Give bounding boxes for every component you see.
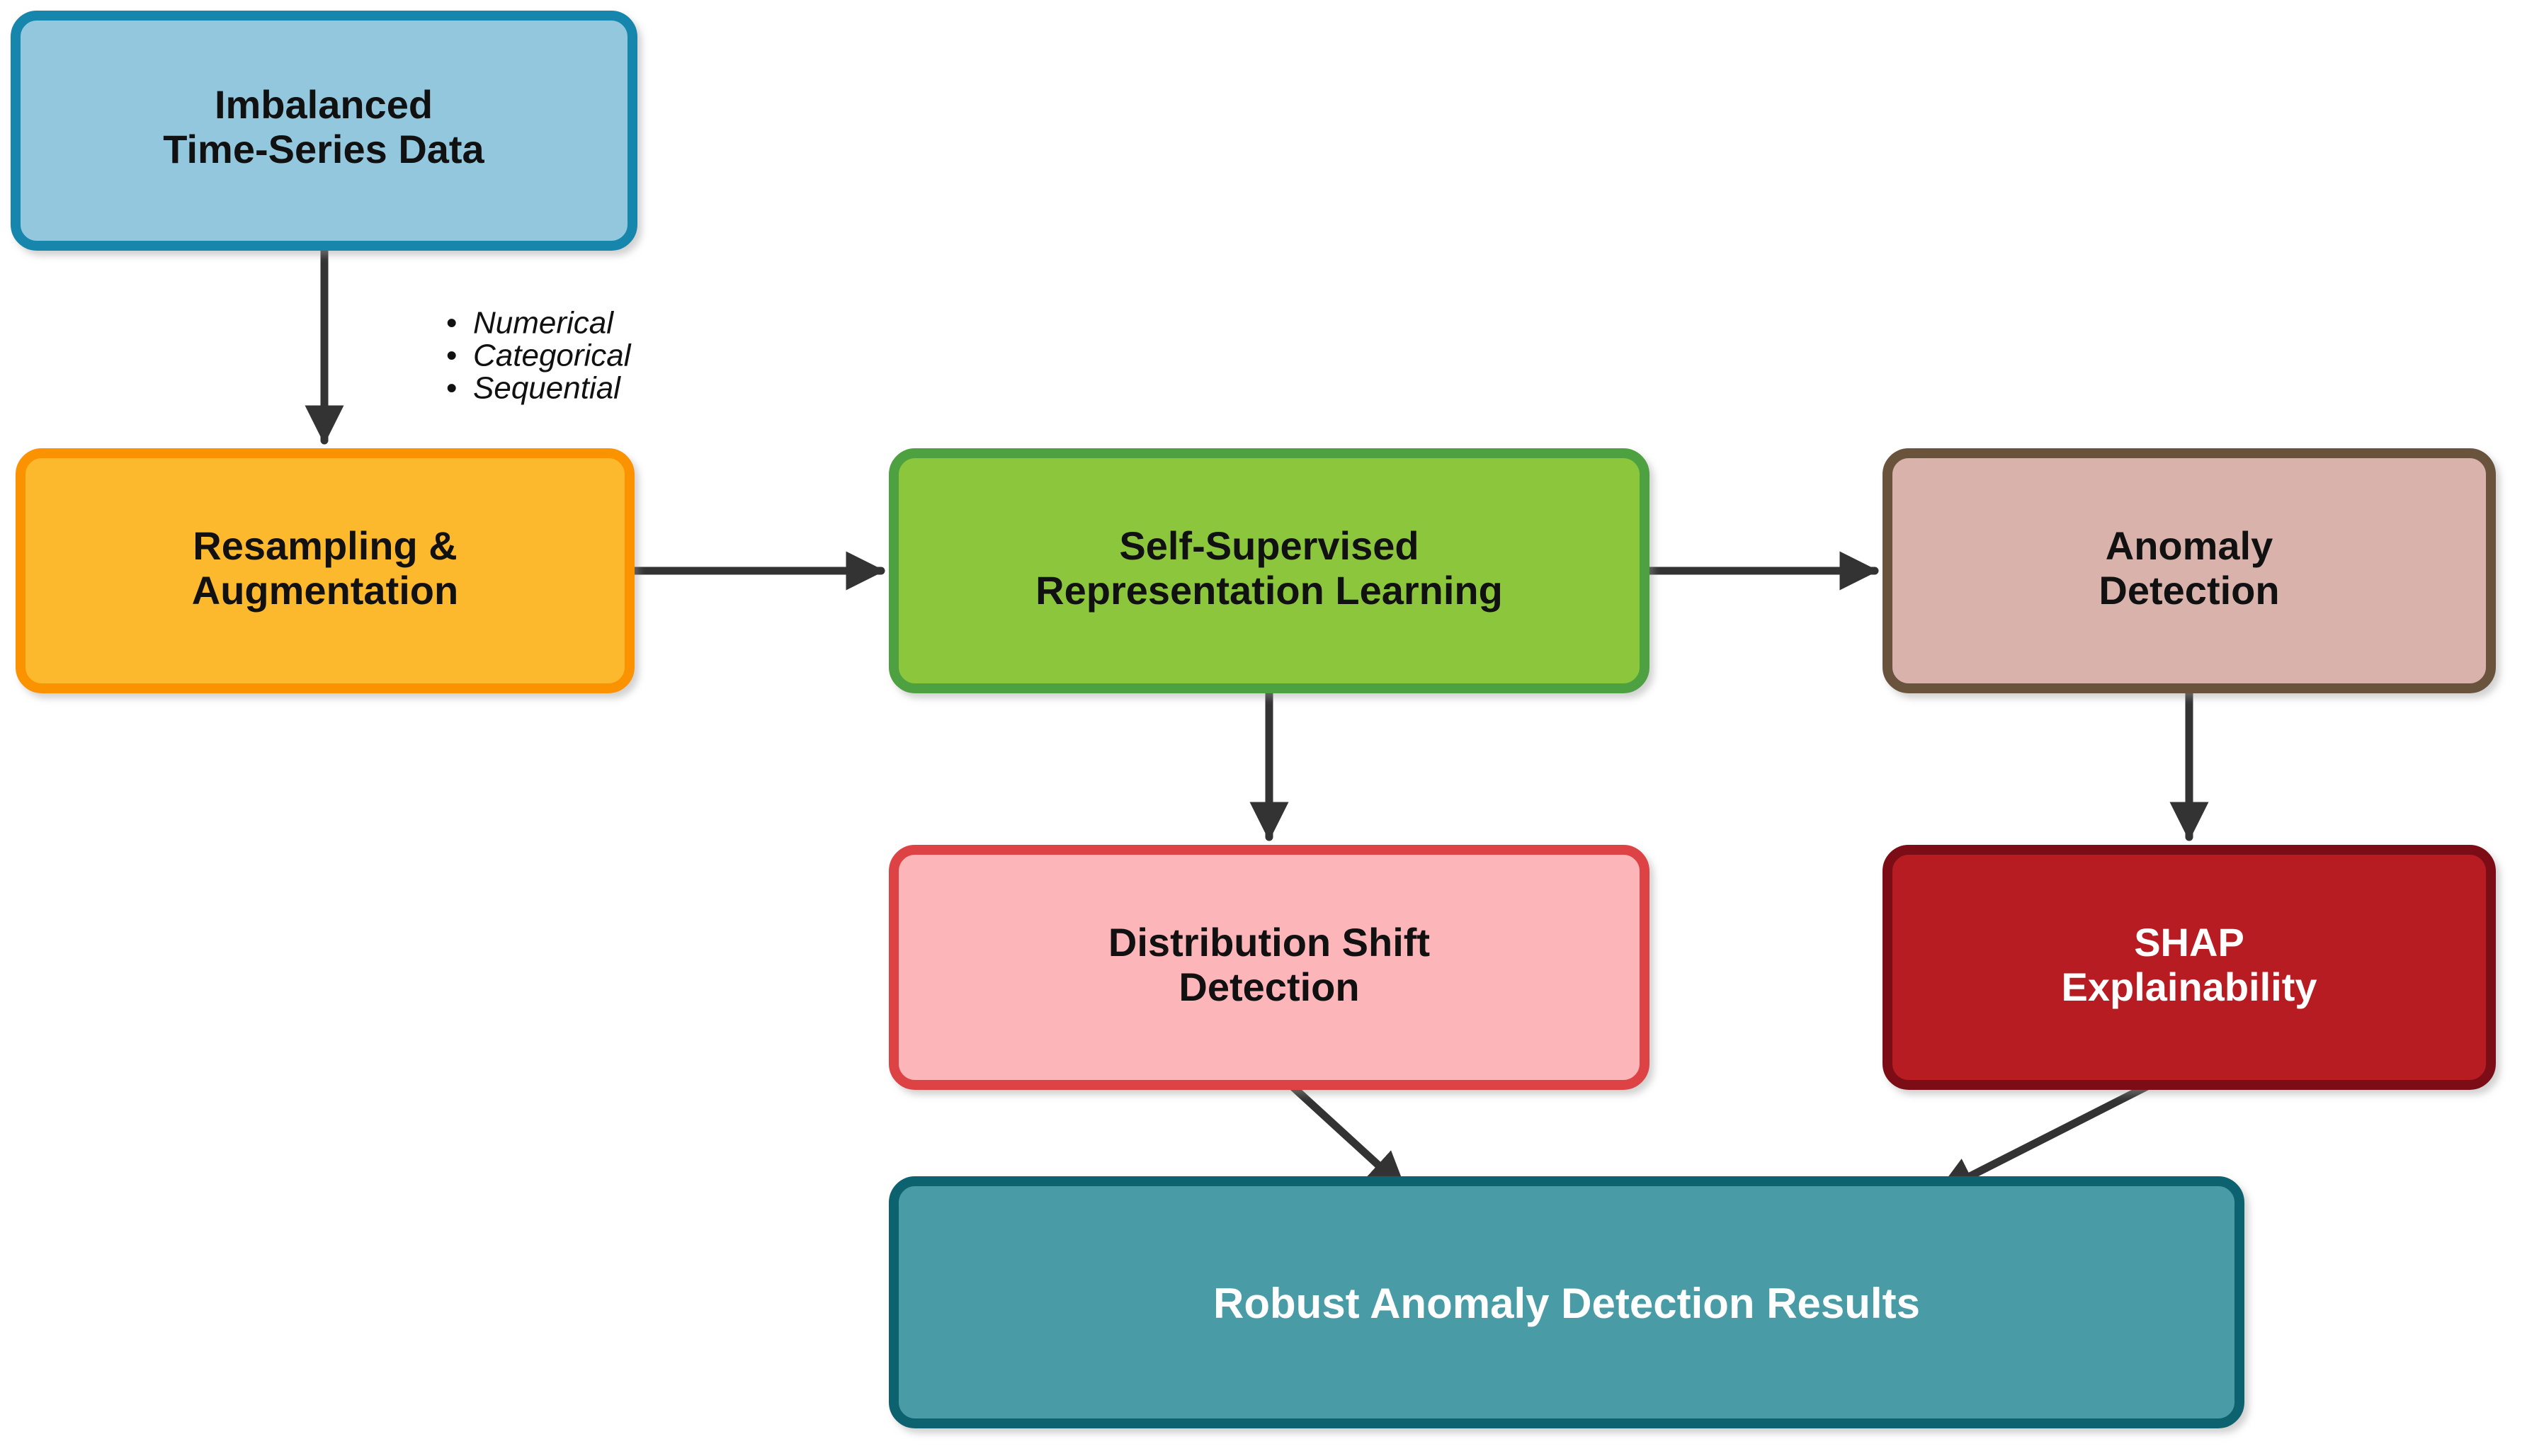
node-ssl-shape: [889, 448, 1649, 693]
node-results[interactable]: Robust Anomaly Detection Results: [889, 1176, 2244, 1428]
bullet-icon-categorical: •: [446, 339, 457, 373]
node-shap-explainability-label-line2: Explainability: [2062, 965, 2317, 1009]
node-results-label: Robust Anomaly Detection Results: [1213, 1280, 1920, 1327]
node-anomaly-detection-shape: [1883, 448, 2496, 693]
node-shap-explainability-label-line1: SHAP: [2134, 920, 2244, 965]
node-results-shape: [889, 1176, 2244, 1428]
node-ssl-label-line2: Representation Learning: [1035, 568, 1503, 613]
node-anomaly-detection-label-line1: Anomaly: [2106, 523, 2273, 568]
node-distribution-shift-shape: [889, 845, 1649, 1090]
node-resampling-label-line2: Augmentation: [192, 568, 458, 613]
node-resampling-label-line1: Resampling &: [193, 523, 457, 568]
node-input-data[interactable]: Imbalanced Time-Series Data: [11, 11, 637, 251]
data-type-sequential: Sequential: [473, 371, 621, 406]
node-distribution-shift-label-line2: Detection: [1179, 965, 1359, 1009]
node-input-data-shape: [11, 11, 637, 251]
node-distribution-shift-label-line1: Distribution Shift: [1108, 920, 1430, 965]
node-input-data-label-line2: Time-Series Data: [163, 127, 484, 171]
node-anomaly-detection-label-line2: Detection: [2099, 568, 2279, 613]
node-ssl[interactable]: Self-Supervised Representation Learning: [889, 448, 1649, 693]
data-type-numerical: Numerical: [473, 306, 614, 341]
bullet-icon-numerical: •: [446, 306, 457, 341]
node-ssl-label-line1: Self-Supervised: [1119, 523, 1419, 568]
bullet-icon-sequential: •: [446, 371, 457, 406]
node-distribution-shift[interactable]: Distribution Shift Detection: [889, 845, 1649, 1090]
data-type-categorical: Categorical: [473, 339, 632, 373]
node-resampling[interactable]: Resampling & Augmentation: [16, 448, 635, 693]
node-shap-explainability[interactable]: SHAP Explainability: [1883, 845, 2496, 1090]
node-input-data-label-line1: Imbalanced: [215, 82, 433, 127]
data-types-list: • Numerical • Categorical • Sequential: [446, 306, 632, 406]
node-anomaly-detection[interactable]: Anomaly Detection: [1883, 448, 2496, 693]
node-resampling-shape: [16, 448, 635, 693]
node-shap-explainability-shape: [1883, 845, 2496, 1090]
